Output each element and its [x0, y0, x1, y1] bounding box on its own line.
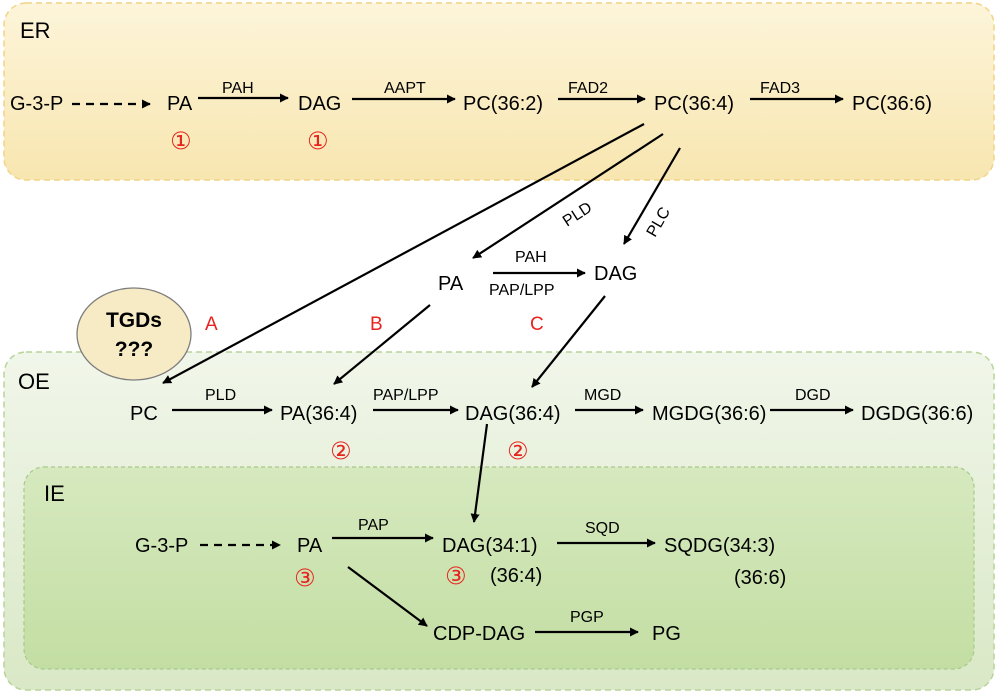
pld-arrow-pc-to-pa — [472, 133, 664, 259]
er-enzyme-fad3: FAD3 — [760, 80, 800, 97]
plc-arrow-pc-to-dag — [623, 147, 681, 245]
oe-mgdg-36-6: MGDG(36:6) — [652, 403, 766, 425]
tgd-ellipse — [76, 287, 192, 381]
oe-dag-36-4: DAG(36:4) — [465, 403, 561, 425]
oe-enzyme-pld: PLD — [205, 387, 236, 404]
ie-sqdg-34-3: SQDG(34:3) — [664, 535, 775, 557]
er-pa: PA — [167, 93, 193, 115]
oe-dgdg-36-6: DGDG(36:6) — [861, 403, 973, 425]
er-g3p: G-3-P — [10, 93, 63, 115]
ie-cdp-dag: CDP-DAG — [433, 623, 525, 645]
transport-enzyme-plc: PLC — [644, 205, 674, 240]
ie-dag-36-4: (36:4) — [490, 565, 542, 587]
transport-pa: PA — [438, 273, 464, 295]
ie-g3p: G-3-P — [135, 535, 188, 557]
oe-label: OE — [18, 369, 50, 394]
transport-enzyme-pld: PLD — [560, 199, 595, 230]
route-b-arrow — [333, 304, 431, 385]
marker-1-pa: ① — [170, 127, 192, 155]
ie-label: IE — [44, 481, 65, 506]
arrow-oe-dag-to-ie-dag — [470, 423, 489, 523]
er-label: ER — [20, 18, 51, 43]
marker-3-dag: ③ — [445, 562, 467, 590]
oe-enzyme-dgd: DGD — [795, 387, 831, 404]
oe-enzyme-mgd: MGD — [584, 387, 621, 404]
route-a-label: A — [205, 314, 218, 335]
ie-arrow-pa-cdpdag — [347, 566, 428, 627]
oe-pc: PC — [130, 403, 158, 425]
ie-pa: PA — [297, 535, 323, 557]
tgd-question: ??? — [115, 338, 153, 361]
er-pc-36-2: PC(36:2) — [463, 93, 543, 115]
transport-dag: DAG — [594, 263, 637, 285]
marker-2-pa: ② — [330, 437, 352, 465]
ie-enzyme-pgp: PGP — [570, 609, 604, 626]
er-pc-36-6: PC(36:6) — [852, 93, 932, 115]
route-c-arrow — [531, 295, 606, 388]
route-c-label: C — [530, 314, 544, 335]
transport-enzyme-pap-lpp: PAP/LPP — [489, 282, 555, 299]
er-pc-36-4: PC(36:4) — [654, 93, 734, 115]
er-enzyme-fad2: FAD2 — [568, 80, 608, 97]
ie-pg: PG — [652, 623, 681, 645]
er-enzyme-pah: PAH — [222, 80, 254, 97]
oe-pa-36-4: PA(36:4) — [280, 403, 357, 425]
er-dag: DAG — [298, 93, 341, 115]
ie-enzyme-pap: PAP — [358, 517, 389, 534]
ie-enzyme-sqd: SQD — [585, 520, 620, 537]
transport-enzyme-pah: PAH — [515, 249, 547, 266]
er-compartment — [3, 2, 995, 181]
er-enzyme-aapt: AAPT — [384, 80, 426, 97]
ie-compartment — [23, 466, 975, 670]
marker-3-pa: ③ — [294, 564, 316, 592]
ie-sqdg-36-6: (36:6) — [734, 567, 786, 589]
tgd-label: TGDs — [106, 309, 162, 332]
oe-enzyme-pap-lpp: PAP/LPP — [373, 387, 439, 404]
ie-dag-34-1: DAG(34:1) — [442, 535, 538, 557]
marker-1-dag: ① — [307, 127, 329, 155]
route-b-label: B — [370, 314, 383, 335]
route-a-arrow — [162, 123, 645, 384]
marker-2-dag: ② — [507, 437, 529, 465]
